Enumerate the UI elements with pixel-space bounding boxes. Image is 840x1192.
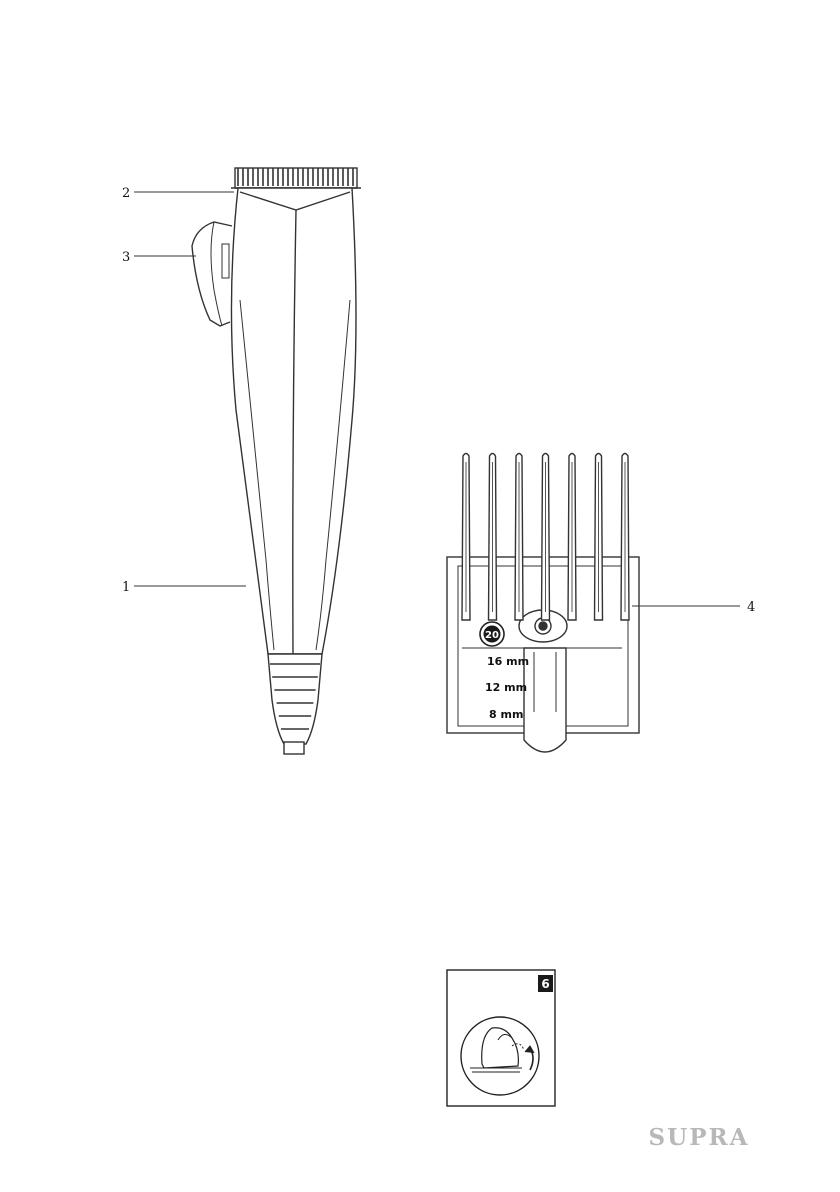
power-switch: [192, 222, 232, 326]
comb-attachment: [447, 454, 639, 753]
scale-mark-12: 12 mm: [485, 681, 527, 694]
step-6-figure: 6: [447, 970, 555, 1106]
comb-badge-text: 20: [485, 630, 499, 641]
comb-length-badge: 20: [480, 622, 504, 646]
brand-logo: SUPRA: [628, 1123, 770, 1153]
cord-strain-relief: [268, 654, 322, 754]
scale-mark-8: 8 mm: [489, 708, 523, 721]
comb-length-scale: 16 mm 12 mm 8 mm: [485, 655, 529, 721]
callout-1: 1: [122, 580, 130, 595]
hair-clipper: [192, 168, 361, 754]
step-number: 6: [541, 977, 549, 991]
callout-3: 3: [122, 250, 130, 265]
callout-2: 2: [122, 186, 130, 201]
callout-4: 4: [747, 600, 755, 615]
clipper-blade: [231, 168, 361, 188]
scale-mark-16: 16 mm: [487, 655, 529, 668]
